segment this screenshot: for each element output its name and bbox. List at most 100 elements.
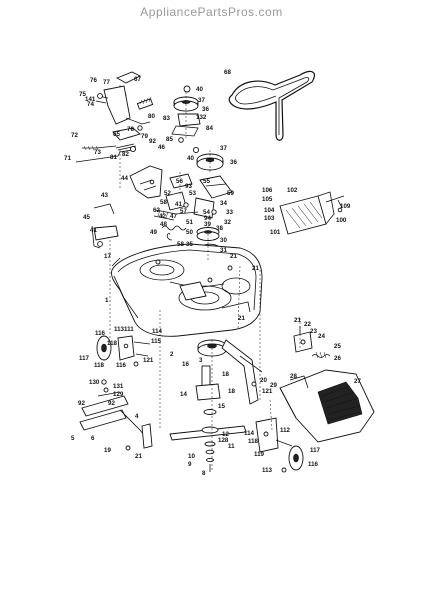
callout-38: 38 (216, 225, 223, 232)
callout-130: 130 (89, 379, 100, 386)
callout-56: 56 (176, 178, 183, 185)
callout-115: 115 (151, 338, 162, 345)
callout-18-b: 18 (222, 371, 229, 378)
callout-112: 112 (280, 427, 291, 434)
callout-82: 82 (122, 151, 129, 158)
callout-111: 111 (124, 326, 134, 333)
callout-121-right: 121 (262, 388, 273, 395)
callout-31: 31 (220, 247, 227, 254)
callout-58-low: 58 (177, 241, 184, 248)
callout-37-mid: 37 (220, 145, 227, 152)
callout-116-b: 116 (116, 362, 127, 369)
callout-58-top: 58 (160, 199, 167, 206)
callout-15: 15 (218, 403, 225, 410)
belt-guard-bracket (129, 165, 163, 199)
callout-17: 17 (104, 253, 111, 260)
callout-3: 3 (199, 357, 203, 364)
callout-54: 54 (203, 209, 210, 216)
callout-65: 65 (113, 131, 120, 138)
callout-57: 57 (180, 208, 187, 215)
callout-105-left: 105 (262, 196, 273, 203)
callout-118-right: 118 (248, 438, 259, 445)
callout-94: 94 (204, 215, 211, 222)
callout-53: 53 (189, 190, 196, 197)
callout-121-left: 121 (143, 357, 154, 364)
callout-21-e: 21 (135, 453, 142, 460)
callout-18-a: 18 (228, 388, 235, 395)
callout-9: 9 (188, 461, 192, 468)
callout-37-top: 37 (198, 97, 205, 104)
callout-11: 11 (228, 443, 235, 450)
callout-2: 2 (170, 351, 174, 358)
callout-30: 30 (220, 237, 227, 244)
callout-12: 12 (222, 431, 229, 438)
callout-113-left: 113 (114, 326, 125, 333)
callout-52: 52 (164, 190, 171, 197)
drive-belt (228, 70, 315, 141)
callout-114-right: 114 (244, 430, 255, 437)
callout-83: 83 (163, 115, 170, 122)
callout-81: 81 (110, 154, 117, 161)
callout-129: 129 (113, 391, 124, 398)
callout-117-right: 117 (310, 447, 321, 454)
callout-23: 23 (310, 328, 317, 335)
callout-74: 74 (87, 101, 94, 108)
callout-5: 5 (71, 435, 75, 442)
callout-4: 4 (135, 413, 139, 420)
callout-78: 78 (127, 126, 134, 133)
callout-93: 93 (185, 183, 192, 190)
callout-26: 26 (334, 355, 341, 362)
callout-59: 59 (227, 190, 234, 197)
callout-131: 131 (113, 383, 124, 390)
callout-46: 46 (158, 144, 165, 151)
callout-35: 35 (186, 241, 193, 248)
callout-41-left: 41 (90, 227, 97, 234)
center-brace (221, 339, 263, 405)
callout-10: 10 (188, 453, 195, 460)
callout-102-top: 102 (287, 187, 298, 194)
callout-20: 20 (260, 377, 267, 384)
callout-77: 77 (103, 79, 110, 86)
callout-141: 141 (85, 96, 96, 103)
callout-27: 27 (354, 378, 361, 385)
callout-114-left: 114 (152, 328, 163, 335)
callout-92-low-a: 92 (108, 400, 115, 407)
callout-16: 16 (182, 361, 189, 368)
callout-39: 39 (204, 221, 211, 228)
callout-49: 49 (150, 229, 157, 236)
callout-113-right: 113 (262, 467, 273, 474)
callout-67: 67 (134, 76, 141, 83)
callout-73: 73 (94, 149, 101, 156)
callout-28: 28 (290, 373, 297, 380)
callout-100: 100 (336, 217, 347, 224)
callout-21-d: 21 (294, 317, 301, 324)
callout-79: 79 (141, 133, 148, 140)
callout-72: 72 (71, 132, 78, 139)
callout-116-right: 116 (308, 461, 319, 468)
watermark: AppliancePartsPros.com (140, 5, 283, 19)
callout-14: 14 (180, 391, 187, 398)
callout-6: 6 (91, 435, 95, 442)
callout-labels: 68 76 77 67 75 141 74 40 37 36 132 83 84… (64, 69, 361, 477)
callout-132: 132 (196, 114, 207, 121)
idler-arm-linkage (75, 71, 154, 163)
callout-40-top: 40 (196, 86, 203, 93)
callout-45: 45 (83, 214, 90, 221)
callout-92-top: 92 (149, 138, 156, 145)
callout-62: 62 (153, 207, 160, 214)
callout-119-right: 119 (254, 451, 265, 458)
callout-128: 128 (218, 437, 229, 444)
callout-42: 42 (159, 213, 166, 220)
callout-36-top: 36 (202, 106, 209, 113)
chute-deflector-mount (293, 326, 331, 359)
callout-104-left: 104 (264, 207, 275, 214)
callout-119-left: 118 (94, 362, 105, 369)
callout-75: 75 (79, 91, 86, 98)
callout-80: 80 (148, 113, 155, 120)
callout-48: 48 (160, 221, 167, 228)
callout-50: 50 (186, 229, 193, 236)
callout-33: 33 (226, 209, 233, 216)
callout-76: 76 (90, 77, 97, 84)
mower-deck-housing (111, 243, 263, 337)
